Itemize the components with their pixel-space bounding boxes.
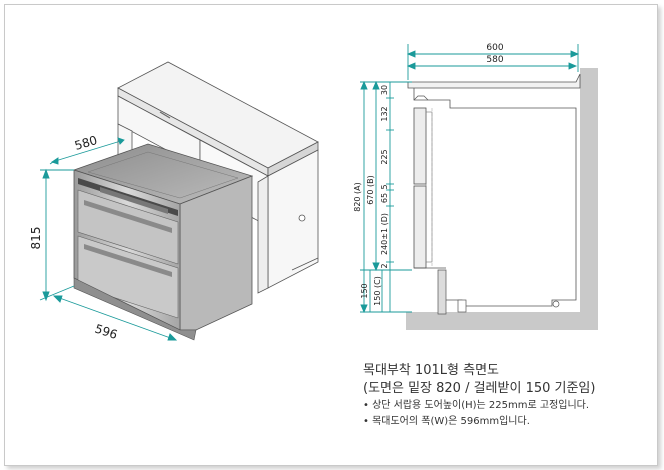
dim-top-inner: 580	[486, 55, 503, 65]
wall	[580, 68, 598, 330]
dim-body: 670 (B)	[366, 175, 375, 205]
seg-132: 132	[380, 106, 389, 121]
seg-225: 225	[380, 149, 389, 164]
dim-width-label: 596	[93, 322, 119, 342]
dim-plinth: 150 (C)	[373, 276, 382, 306]
side-section-view: 600 580	[353, 43, 598, 330]
floor	[406, 312, 598, 330]
dim-height-label: 815	[29, 227, 43, 250]
dim-depth-label: 580	[73, 133, 99, 153]
cabinet-right-side	[257, 175, 269, 294]
side-plinth	[437, 269, 447, 315]
dim-plinth-left: 150	[360, 283, 369, 298]
dim-total: 820 (A)	[353, 182, 362, 212]
dishwasher-lower-door	[77, 235, 179, 319]
caption: 목대부착 101L형 측면도 (도면은 밑장 820 / 걸레받이 150 기준…	[363, 362, 595, 430]
isometric-view: 580 815 596	[29, 61, 319, 342]
seg-30: 30	[380, 85, 389, 95]
seg-2: 2	[380, 263, 389, 268]
caption-note: • 상단 서랍용 도어높이(H)는 225mm로 고정입니다.	[363, 400, 590, 411]
caption-title-line1: 목대부착 101L형 측면도	[363, 363, 500, 378]
side-countertop	[407, 73, 581, 89]
seg-5: 5	[380, 184, 389, 189]
seg-240: 240±1 (D)	[380, 213, 389, 255]
side-upper-door	[413, 107, 427, 185]
side-lower-door	[413, 185, 427, 269]
dim-top-outer: 600	[486, 43, 503, 53]
caption-title-line2: (도면은 밑장 820 / 걸레받이 150 기준임)	[363, 381, 596, 396]
caption-note: • 목대도어의 폭(W)은 596mm입니다.	[363, 416, 530, 427]
seg-65: 65	[380, 193, 389, 203]
